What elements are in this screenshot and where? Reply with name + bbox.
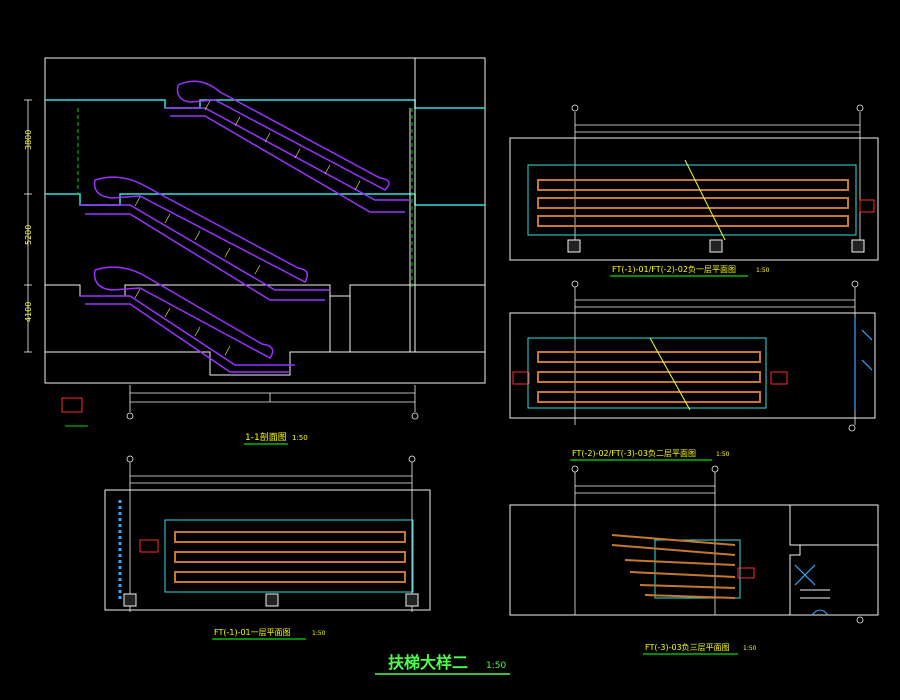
plan-b2-title: FT(-2)-02/FT(-3)-03负二层平面图 <box>572 448 696 458</box>
plan-b2-red-tag <box>512 371 530 385</box>
floor-level-lower <box>45 284 485 297</box>
plan-1f-view: FT(-1)-01一层平面图 1:50 <box>104 455 431 640</box>
plan-b3-escalator-steps <box>611 534 736 599</box>
plan-b3-red-tag <box>737 567 755 579</box>
plan-b1-escalator-steps <box>537 179 849 227</box>
plan-1f-scale: 1:50 <box>312 630 326 637</box>
plan-b2-escalator-steps <box>537 351 761 403</box>
plan-1f-frame <box>104 489 431 611</box>
section-view-scale: 1:50 <box>292 434 308 442</box>
section-view-title: 1-1剖面图 <box>245 431 287 443</box>
plan-b2-scale: 1:50 <box>716 451 730 458</box>
section-walls <box>329 58 416 352</box>
storey-dimension-lines <box>24 99 32 353</box>
plan-b3-scale: 1:50 <box>743 645 757 652</box>
plan-b3-pit <box>654 539 741 599</box>
plan-b3-door <box>794 564 816 586</box>
plan-b1-view: FT(-1)-01/FT(-2)-02负一层平面图 1:50 <box>509 104 879 277</box>
section-frame <box>44 57 486 384</box>
floor-level-upper <box>45 99 485 109</box>
dim-storey-upper: 3800 <box>24 130 33 150</box>
plan-1f-escalator-steps <box>174 531 406 583</box>
plan-1f-column <box>265 593 279 607</box>
plan-b1-section-cut <box>684 159 726 241</box>
escalator-lower <box>80 266 295 373</box>
dim-storey-middle: 5200 <box>24 225 33 245</box>
section-bottom-dimension <box>126 385 419 420</box>
plan-1f-red-tag <box>139 539 159 553</box>
plan-b1-frame <box>509 137 879 261</box>
floor-level-bottom <box>45 351 485 376</box>
plan-b1-scale: 1:50 <box>756 267 770 274</box>
plan-b1-pit <box>527 164 857 236</box>
plan-b3-frame <box>509 504 879 616</box>
plan-b1-column <box>709 239 723 253</box>
plan-b3-door-swing <box>811 609 829 616</box>
plan-b2-section-cut <box>649 337 691 411</box>
floor-level-middle <box>45 193 485 206</box>
detail-symbol <box>61 397 83 413</box>
plan-b2-view: FT(-2)-02/FT(-3)-03负二层平面图 1:50 <box>509 280 876 461</box>
plan-b1-red-tag <box>859 199 875 213</box>
plan-1f-column <box>405 593 419 607</box>
plan-b1-axes <box>571 104 864 250</box>
plan-1f-axes <box>126 455 416 612</box>
escalator-step-ticks <box>134 100 361 356</box>
plan-b3-walls <box>789 505 878 615</box>
plan-b2-pit <box>527 337 767 409</box>
sheet-title: 扶梯大样二 <box>388 653 468 672</box>
plan-1f-title: FT(-1)-01一层平面图 <box>214 628 291 637</box>
plan-b1-title: FT(-1)-01/FT(-2)-02负一层平面图 <box>612 264 736 274</box>
dim-storey-lower: 4100 <box>24 302 33 322</box>
section-view: 3800 5200 4100 1-1剖面图 1:50 <box>24 57 486 445</box>
plan-1f-pit <box>164 519 414 593</box>
plan-1f-column <box>123 593 137 607</box>
plan-b3-title: FT(-3)-03负三层平面图 <box>645 642 730 652</box>
plan-b3-view: FT(-3)-03负三层平面图 1:50 <box>509 465 879 655</box>
sheet-title-scale: 1:50 <box>486 661 506 671</box>
plan-b2-frame <box>509 312 876 419</box>
plan-b1-column <box>567 239 581 253</box>
sheet-title-block: 扶梯大样二 1:50 <box>375 653 510 675</box>
plan-b2-door <box>854 318 873 410</box>
plan-b1-column <box>851 239 865 253</box>
plan-b2-red-tag <box>770 371 788 385</box>
escalator-middle <box>80 176 330 301</box>
escalator-upper <box>165 80 410 213</box>
